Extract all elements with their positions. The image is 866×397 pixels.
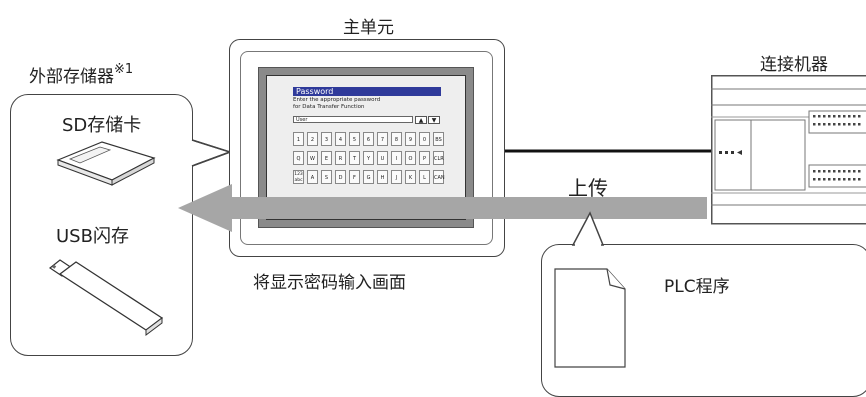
key-button[interactable]: 7: [377, 132, 388, 146]
sd-card-label: SD存储卡: [62, 115, 142, 136]
usb-flash-icon: [48, 259, 164, 336]
key-button[interactable]: 6: [363, 132, 374, 146]
key-button[interactable]: 4: [335, 132, 346, 146]
external-memory-title: 外部存储器※1: [29, 62, 133, 87]
key-button[interactable]: 5: [349, 132, 360, 146]
key-button[interactable]: BS: [433, 132, 444, 146]
key-button[interactable]: W: [307, 151, 318, 165]
key-button[interactable]: CLR: [433, 151, 444, 165]
password-screen: Password Enter the appropriate password …: [266, 75, 466, 220]
password-header: Password: [293, 87, 441, 96]
key-button[interactable]: 3: [321, 132, 332, 146]
key-button[interactable]: 8: [391, 132, 402, 146]
key-button[interactable]: J: [391, 170, 402, 184]
password-instructions: Enter the appropriate password for Data …: [293, 97, 380, 110]
main-unit-title: 主单元: [343, 18, 394, 38]
key-button[interactable]: L: [419, 170, 430, 184]
connected-device-title: 连接机器: [760, 55, 828, 75]
key-button[interactable]: U: [377, 151, 388, 165]
key-button[interactable]: I: [391, 151, 402, 165]
plc-program-label: PLC程序: [664, 277, 730, 297]
key-button[interactable]: E: [321, 151, 332, 165]
key-button[interactable]: Y: [363, 151, 374, 165]
document-icon: [554, 268, 626, 368]
key-button[interactable]: A: [307, 170, 318, 184]
user-down-button[interactable]: ▼: [428, 116, 440, 124]
external-memory-box: [10, 94, 193, 356]
key-button[interactable]: F: [349, 170, 360, 184]
key-button[interactable]: O: [405, 151, 416, 165]
key-button[interactable]: G: [363, 170, 374, 184]
key-button[interactable]: 0: [419, 132, 430, 146]
key-button[interactable]: 2: [307, 132, 318, 146]
external-memory-title-text: 外部存储器: [29, 67, 114, 87]
key-button[interactable]: H: [377, 170, 388, 184]
key-button[interactable]: R: [335, 151, 346, 165]
key-button[interactable]: T: [349, 151, 360, 165]
key-button[interactable]: 9: [405, 132, 416, 146]
sd-card-icon: [56, 141, 156, 186]
key-button[interactable]: 123 abc: [293, 170, 304, 184]
key-button[interactable]: 1: [293, 132, 304, 146]
key-button[interactable]: CAN: [433, 170, 445, 184]
key-button[interactable]: K: [405, 170, 416, 184]
plc-device-drawing: [711, 75, 866, 225]
upload-label: 上传: [568, 176, 608, 200]
key-button[interactable]: P: [419, 151, 430, 165]
password-instruction-line1: Enter the appropriate password: [293, 97, 381, 103]
key-button[interactable]: D: [335, 170, 346, 184]
user-select-field[interactable]: User: [293, 116, 413, 123]
key-button[interactable]: S: [321, 170, 332, 184]
user-up-button[interactable]: ▲: [415, 116, 427, 124]
usb-label: USB闪存: [56, 226, 129, 247]
password-instruction-line2: for Data Transfer Function: [293, 103, 365, 110]
footnote-mark: ※1: [114, 62, 134, 77]
key-button[interactable]: Q: [293, 151, 304, 165]
main-unit-caption: 将显示密码输入画面: [253, 273, 406, 293]
